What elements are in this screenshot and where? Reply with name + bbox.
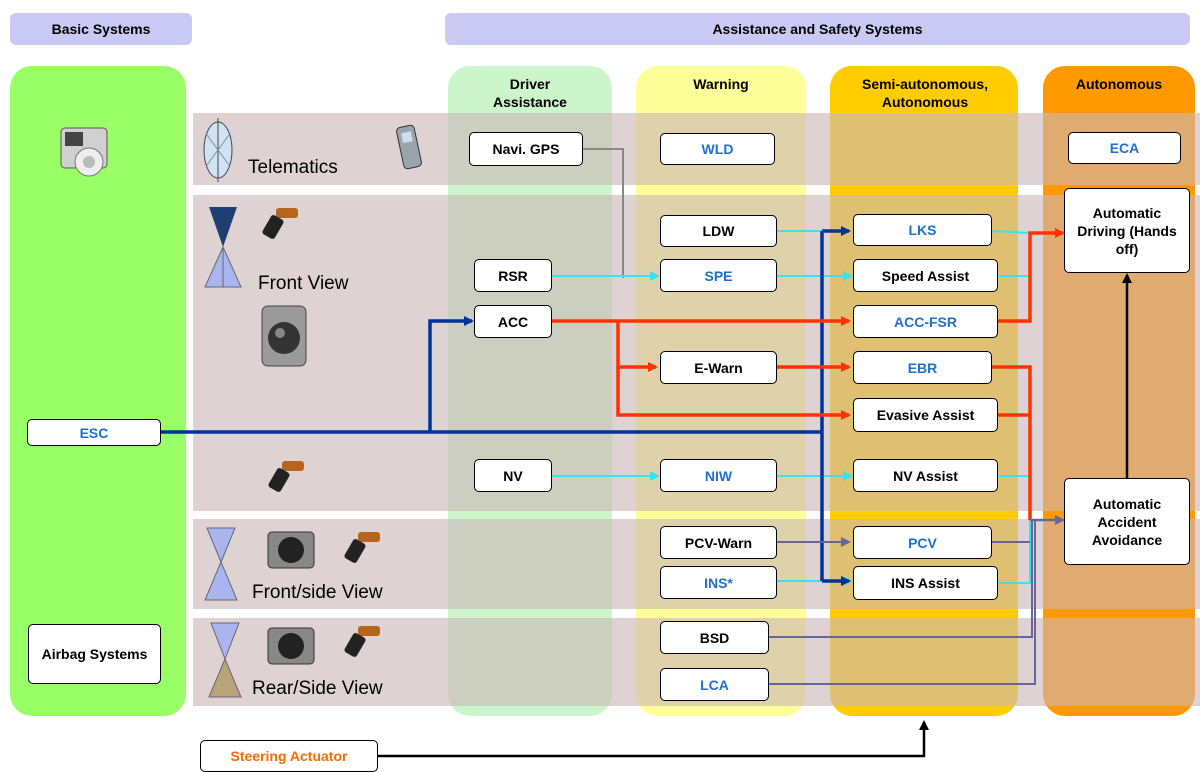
sensor-icon	[262, 206, 302, 242]
sensor-icon	[344, 624, 384, 660]
lca-out-line	[769, 520, 1036, 685]
steering-actuator-box[interactable]: Steering Actuator	[200, 740, 378, 772]
acc-ewarn-line	[616, 321, 658, 372]
ebr-out-line	[992, 365, 1032, 520]
camera-icon	[266, 530, 316, 570]
niw-box[interactable]: NIW	[660, 459, 777, 492]
e-warn-box[interactable]: E-Warn	[660, 351, 777, 384]
antenna-icon	[201, 115, 235, 185]
bsd-box[interactable]: BSD	[660, 621, 769, 654]
navi-gps-box[interactable]: Navi. GPS	[469, 132, 583, 166]
automatic-accident-avoidance-box[interactable]: Automatic Accident Avoidance	[1064, 478, 1190, 565]
camera-icon	[258, 300, 310, 372]
basic-systems-header: Basic Systems	[10, 13, 192, 45]
assistance-safety-header: Assistance and Safety Systems	[445, 13, 1190, 45]
ebr-box[interactable]: EBR	[853, 351, 992, 384]
phone-icon	[394, 124, 424, 170]
automatic-driving-box[interactable]: Automatic Driving (Hands off)	[1064, 188, 1190, 273]
radar-beam-icon	[203, 526, 239, 602]
acc-box[interactable]: ACC	[474, 305, 552, 338]
esc-box[interactable]: ESC	[27, 419, 161, 446]
airbag-systems-box[interactable]: Airbag Systems	[28, 624, 161, 684]
semi-autonomous-title: Semi-autonomous, Autonomous	[861, 76, 988, 110]
navi-line	[583, 148, 624, 278]
rear-side-view-label: Rear/Side View	[252, 678, 383, 699]
driver-assistance-title: Driver Assistance	[493, 76, 567, 110]
pcv-box[interactable]: PCV	[853, 526, 992, 559]
spe-box[interactable]: SPE	[660, 259, 777, 292]
basic-systems-panel	[10, 66, 186, 716]
pcv-warn-box[interactable]: PCV-Warn	[660, 526, 777, 559]
nv-assist-box[interactable]: NV Assist	[853, 459, 998, 492]
autonomous-title: Autonomous	[1075, 76, 1163, 92]
speed-assist-box[interactable]: Speed Assist	[853, 259, 998, 292]
front-view-label: Front View	[258, 273, 349, 294]
wld-box[interactable]: WLD	[660, 133, 775, 165]
insassist-out-line	[998, 520, 1031, 584]
sensor-icon	[344, 530, 384, 566]
front-side-view-label: Front/side View	[252, 582, 383, 603]
lca-box[interactable]: LCA	[660, 668, 769, 701]
abs-unit-icon	[55, 120, 115, 186]
evasive-assist-box[interactable]: Evasive Assist	[853, 398, 998, 432]
lks-out-line	[991, 230, 1031, 234]
nv-box[interactable]: NV	[474, 459, 552, 492]
lks-box[interactable]: LKS	[853, 214, 992, 246]
steering-line	[378, 720, 929, 758]
radar-beam-icon	[203, 205, 243, 289]
ins-assist-box[interactable]: INS Assist	[853, 566, 998, 600]
acc-evasive-line	[616, 367, 851, 420]
ins-box[interactable]: INS*	[660, 566, 777, 599]
accfsr-out-line	[998, 228, 1065, 323]
ldw-box[interactable]: LDW	[660, 215, 777, 247]
sensor-icon	[268, 459, 308, 495]
rsr-box[interactable]: RSR	[474, 259, 552, 292]
acc-fsr-box[interactable]: ACC-FSR	[853, 305, 998, 338]
warning-title: Warning	[693, 76, 749, 92]
eca-box[interactable]: ECA	[1068, 132, 1181, 164]
radar-beam-icon	[207, 621, 243, 699]
telematics-label: Telematics	[248, 157, 338, 178]
bsd-out-line	[769, 520, 1033, 638]
camera-icon	[266, 626, 316, 666]
esc-acc-line	[428, 316, 474, 432]
